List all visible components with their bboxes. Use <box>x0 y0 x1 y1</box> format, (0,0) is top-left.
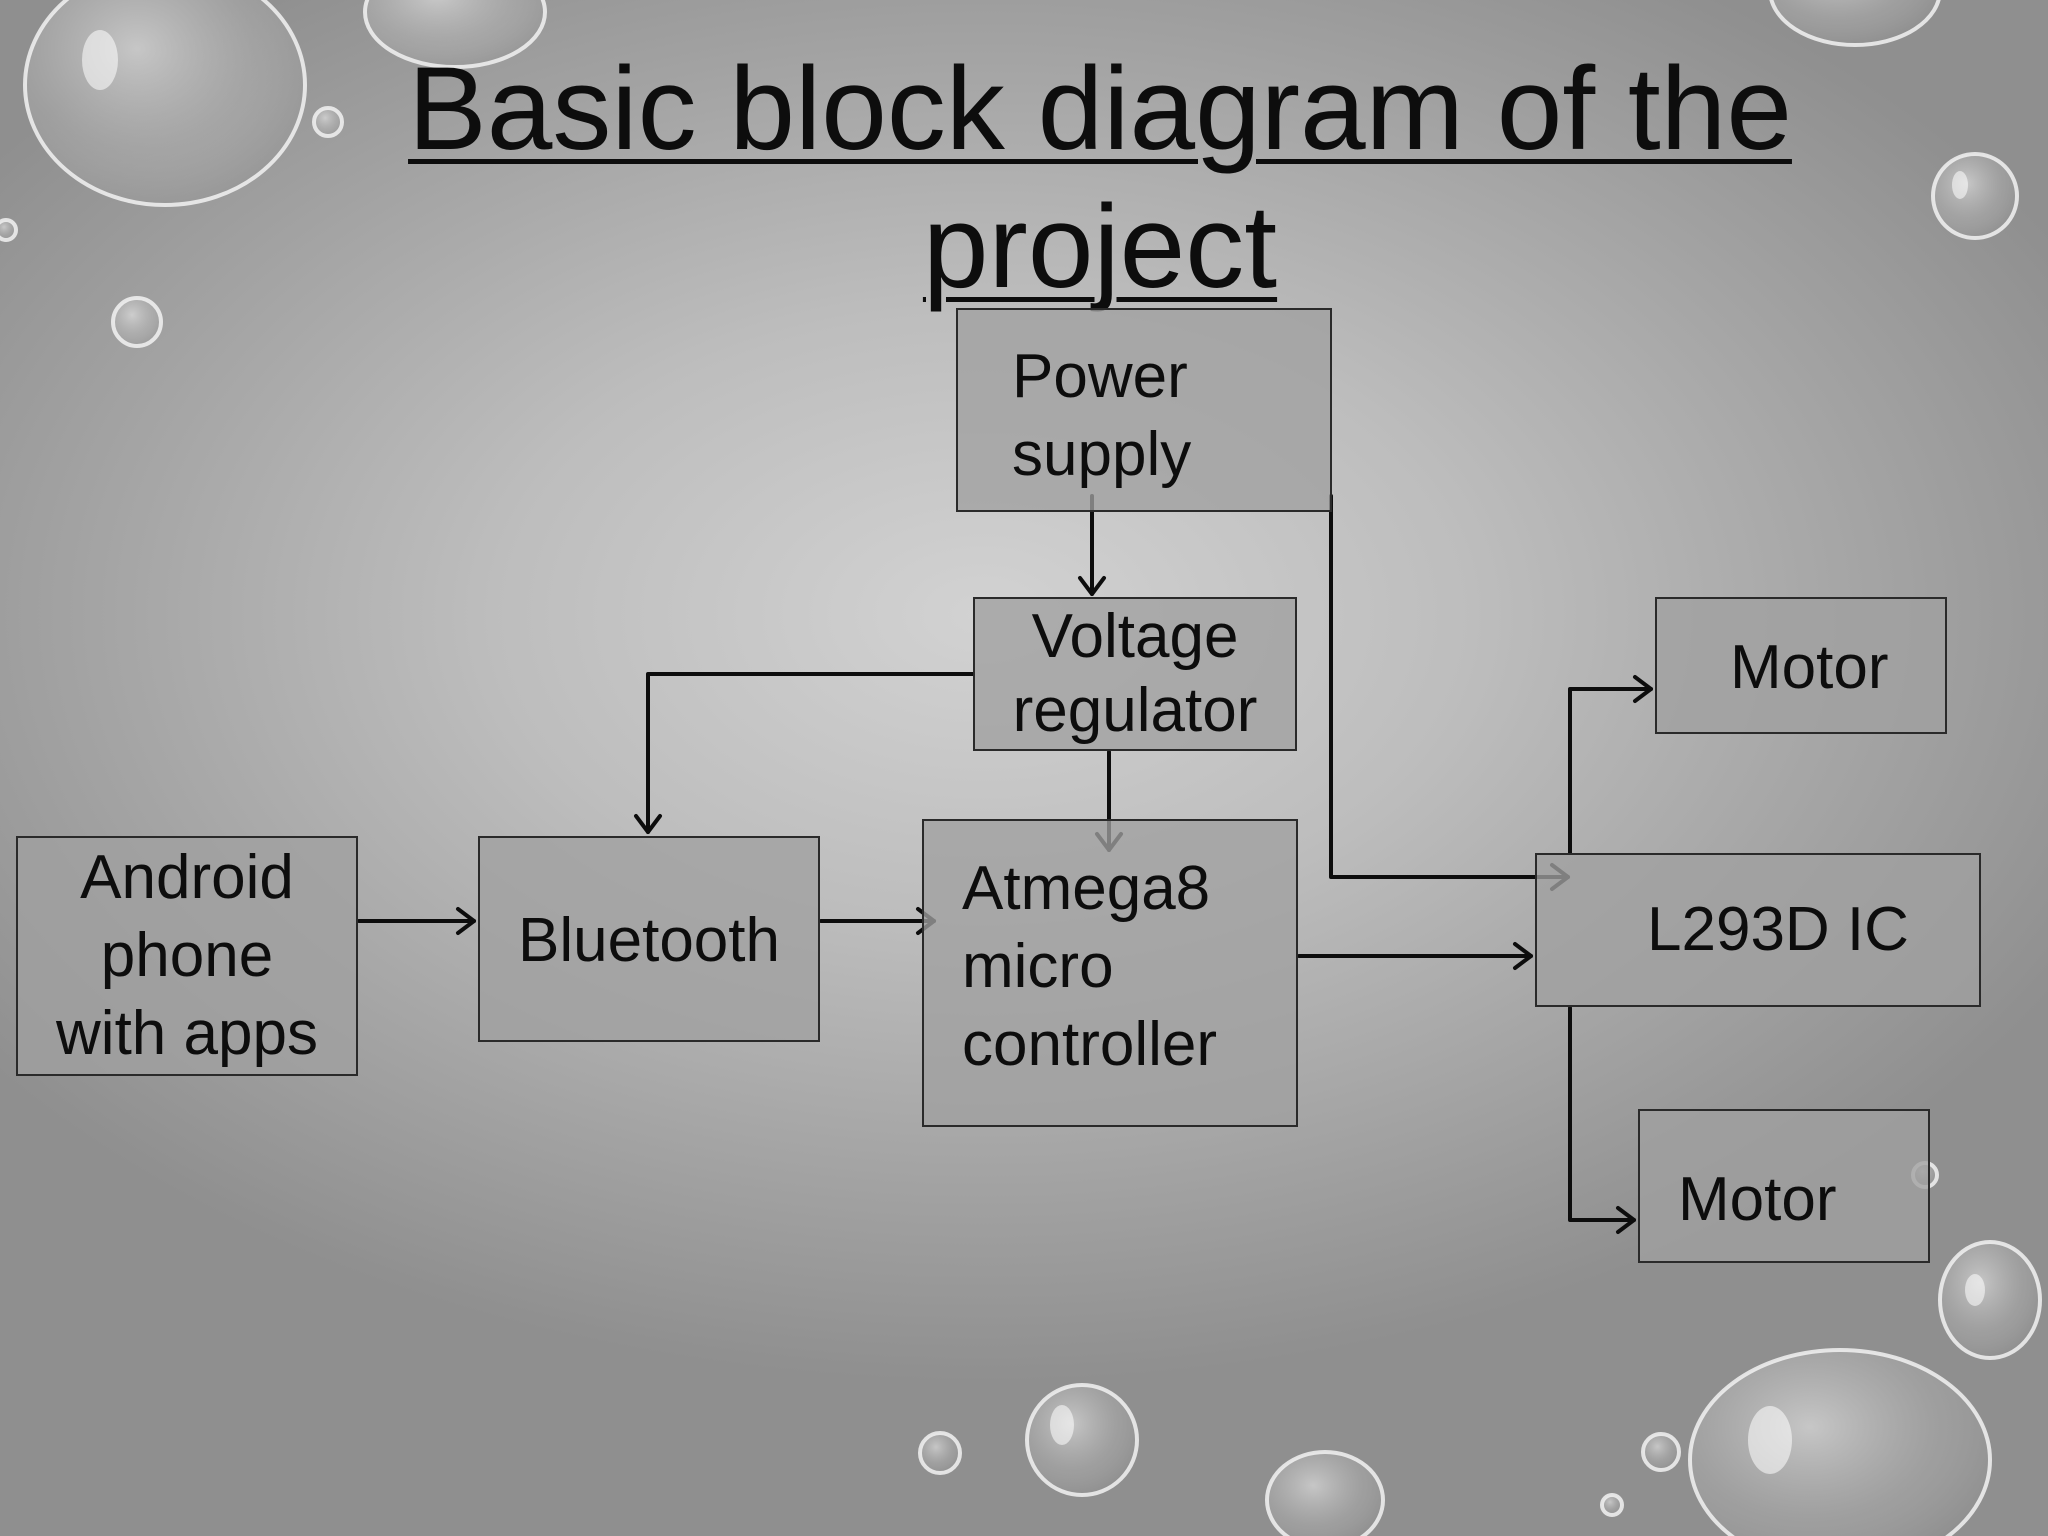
android-phone-label: Android phone with apps <box>56 843 318 1068</box>
drop <box>312 106 344 138</box>
drop <box>1938 1240 2042 1360</box>
atmega8-label: Atmega8 micro controller <box>962 854 1217 1079</box>
title-line-1: Basic block diagram of the <box>408 43 1792 175</box>
drop <box>1641 1432 1681 1472</box>
slide-title: Basic block diagram of the project <box>200 40 2000 316</box>
voltage-regulator-label: Voltage regulator <box>1012 602 1258 745</box>
drop <box>363 0 547 69</box>
atmega8-block: Atmega8 micro controller <box>922 819 1298 1127</box>
android-phone-block: Android phone with apps <box>16 836 358 1076</box>
drop <box>1025 1383 1139 1497</box>
motor-bottom-label: Motor <box>1678 1165 1837 1234</box>
voltage-regulator-block: Voltage regulator <box>973 597 1297 751</box>
drop <box>1769 0 1941 47</box>
motor-top-label: Motor <box>1730 633 1889 702</box>
motor-bottom-block: Motor <box>1638 1109 1930 1263</box>
motor-top-block: Motor <box>1655 597 1947 734</box>
drop <box>1688 1348 1992 1536</box>
drop <box>0 218 18 242</box>
drop <box>1265 1450 1385 1536</box>
power-supply-label: Power supply <box>1012 342 1192 489</box>
drop <box>111 296 163 348</box>
l293d-label: L293D IC <box>1647 895 1909 964</box>
l293d-block: L293D IC <box>1535 853 1981 1007</box>
power-supply-block: Power supply <box>956 308 1332 512</box>
title-line-2: project <box>922 181 1278 313</box>
bluetooth-block: Bluetooth <box>478 836 820 1042</box>
drop <box>1600 1493 1624 1517</box>
drop <box>918 1431 962 1475</box>
drop <box>1931 152 2019 240</box>
bluetooth-label: Bluetooth <box>518 906 780 975</box>
